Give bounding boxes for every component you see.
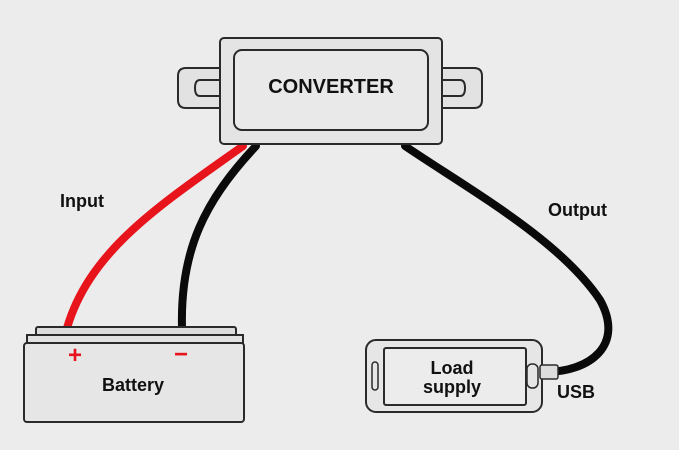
converter-face xyxy=(233,49,429,131)
phone-home-button xyxy=(526,363,539,389)
battery-label: Battery xyxy=(102,375,164,395)
converter-label: CONVERTER xyxy=(268,76,394,98)
usb-label: USB xyxy=(557,382,595,402)
phone-speaker xyxy=(371,361,379,391)
output-label: Output xyxy=(548,200,607,220)
converter: CONVERTER xyxy=(177,37,483,145)
input-negative-wire xyxy=(177,142,260,332)
input-positive-wire xyxy=(63,142,247,332)
battery: + − Battery xyxy=(23,326,245,423)
input-label: Input xyxy=(60,191,104,211)
converter-right-tab xyxy=(440,67,483,109)
converter-left-tab xyxy=(177,67,220,109)
load-label-line2: supply xyxy=(423,377,481,397)
usb-plug xyxy=(539,364,559,380)
phone-screen xyxy=(383,347,527,406)
load-label-line1: Load xyxy=(431,358,474,378)
battery-positive-symbol: + xyxy=(68,342,82,369)
output-wire xyxy=(401,142,613,376)
battery-body xyxy=(23,342,245,423)
battery-negative-symbol: − xyxy=(174,341,188,368)
load-device: Load supply USB xyxy=(365,339,595,413)
